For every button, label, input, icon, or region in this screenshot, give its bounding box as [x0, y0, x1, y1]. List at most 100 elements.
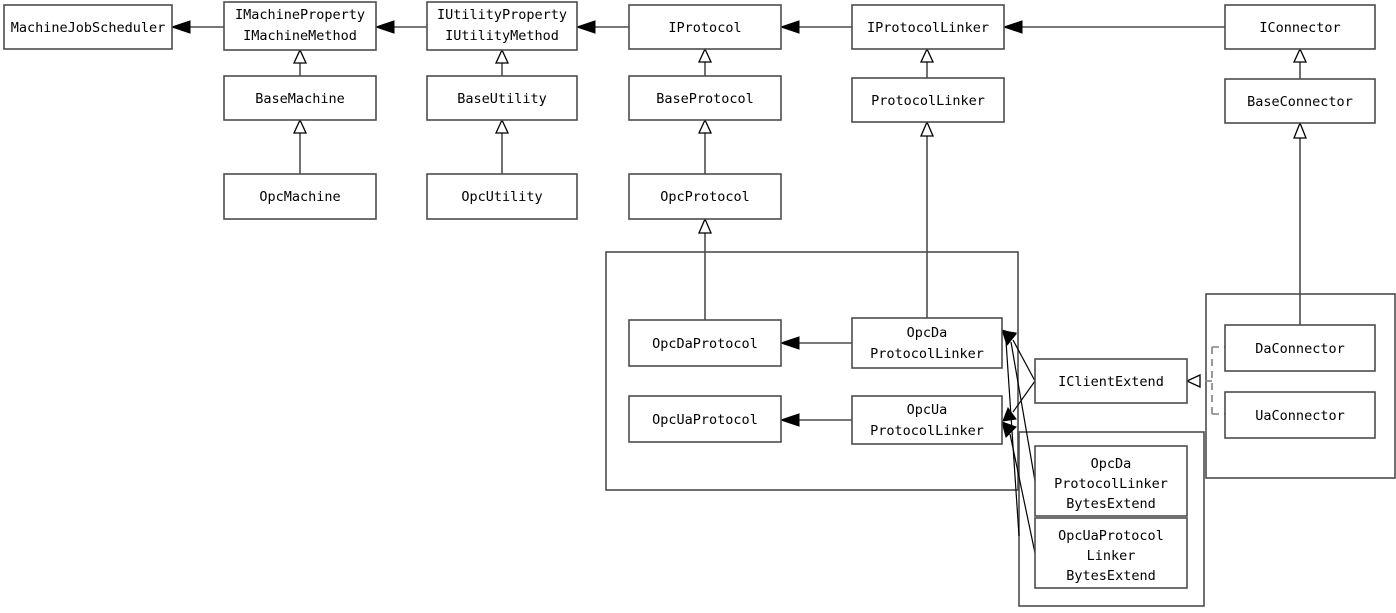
arrowhead-opc-ua-linker-to-opc-ua-protocol: [779, 413, 800, 427]
class-label-machine-job-scheduler: MachineJobScheduler: [11, 20, 165, 36]
arrowhead-opc-da-protocol-to-opc-protocol: [698, 217, 712, 234]
class-label-base-protocol: BaseProtocol: [656, 91, 754, 107]
edge-iclient-extend-to-opc-da-linker: [1012, 339, 1036, 382]
class-label-imachine-property-line1: IMachineProperty: [235, 7, 365, 23]
class-box-base-utility[interactable]: [426, 75, 578, 121]
class-box-opc-da-protocol-linker-bytes-extend[interactable]: [1034, 445, 1188, 517]
class-box-opc-da-protocol-linker[interactable]: [851, 317, 1003, 369]
class-node-opc-ua-protocol-linker[interactable]: OpcUa ProtocolLinker: [851, 395, 1003, 445]
class-label-da-bytes-extend-line2: ProtocolLinker: [1054, 476, 1168, 492]
class-box-iconnector[interactable]: [1224, 4, 1376, 50]
class-node-base-protocol[interactable]: BaseProtocol: [628, 75, 782, 121]
class-node-base-utility[interactable]: BaseUtility: [426, 75, 578, 121]
class-node-opc-da-protocol[interactable]: OpcDaProtocol: [628, 319, 782, 367]
class-label-iconnector: IConnector: [1259, 20, 1340, 36]
arrowhead-iprotocol-to-iutility: [575, 20, 596, 34]
class-box-imachine-property[interactable]: [223, 1, 377, 51]
class-box-protocol-linker[interactable]: [851, 77, 1005, 123]
class-node-opc-ua-protocol[interactable]: OpcUaProtocol: [628, 395, 782, 443]
class-label-opc-protocol: OpcProtocol: [660, 189, 749, 205]
class-label-ua-connector: UaConnector: [1255, 408, 1344, 424]
class-node-iprotocol-linker[interactable]: IProtocolLinker: [851, 4, 1005, 50]
arrowhead-base-machine-to-imachine: [292, 48, 308, 64]
class-label-iclient-extend: IClientExtend: [1058, 374, 1164, 390]
class-box-opc-machine[interactable]: [223, 173, 377, 220]
arrowhead-da-bytes-extend-to-opc-da-linker: [1001, 329, 1017, 347]
class-node-base-connector[interactable]: BaseConnector: [1224, 78, 1376, 124]
class-node-opc-da-protocol-linker-bytes-extend[interactable]: OpcDa ProtocolLinker BytesExtend: [1034, 445, 1188, 517]
class-label-iprotocol-linker: IProtocolLinker: [867, 20, 989, 36]
class-box-da-connector[interactable]: [1224, 324, 1376, 372]
arrowhead-opc-da-linker-to-protocol-linker: [920, 120, 934, 137]
class-label-iutility-property-line2: IUtilityMethod: [445, 28, 559, 44]
class-node-protocol-linker[interactable]: ProtocolLinker: [851, 77, 1005, 123]
class-node-opc-machine[interactable]: OpcMachine: [223, 173, 377, 220]
edge-iclient-extend-to-opc-ua-linker: [1012, 380, 1036, 413]
class-node-iutility-property[interactable]: IUtilityProperty IUtilityMethod: [426, 1, 578, 51]
class-label-da-bytes-extend-line3: BytesExtend: [1066, 496, 1155, 512]
class-box-opc-protocol[interactable]: [628, 173, 782, 220]
class-label-protocol-linker: ProtocolLinker: [871, 93, 985, 109]
class-label-base-connector: BaseConnector: [1247, 94, 1353, 110]
arrowhead-base-utility-to-iutility: [494, 48, 510, 64]
group-extend-container: [1018, 431, 1205, 607]
class-label-ua-bytes-extend-line1: OpcUaProtocol: [1058, 528, 1164, 544]
class-label-ua-bytes-extend-line3: BytesExtend: [1066, 568, 1155, 584]
class-label-opc-ua-protocol-linker-line2: ProtocolLinker: [870, 423, 984, 439]
class-label-base-machine: BaseMachine: [255, 91, 344, 107]
class-node-iprotocol[interactable]: IProtocol: [628, 4, 782, 50]
class-label-da-connector: DaConnector: [1255, 341, 1344, 357]
class-box-opc-da-protocol[interactable]: [628, 319, 782, 367]
class-box-iutility-property[interactable]: [426, 1, 578, 51]
group-protocol-container: [605, 251, 1019, 491]
arrowhead-iutility-to-imachine: [374, 20, 395, 34]
arrowhead-opc-protocol-to-base-protocol: [697, 118, 713, 134]
class-node-iclient-extend[interactable]: IClientExtend: [1034, 358, 1188, 404]
class-node-imachine-property[interactable]: IMachineProperty IMachineMethod: [223, 1, 377, 51]
class-label-ua-bytes-extend-line2: Linker: [1087, 548, 1136, 564]
class-node-da-connector[interactable]: DaConnector: [1224, 324, 1376, 372]
class-label-base-utility: BaseUtility: [457, 91, 546, 107]
class-box-base-machine[interactable]: [223, 75, 377, 121]
class-node-iconnector[interactable]: IConnector: [1224, 4, 1376, 50]
class-node-base-machine[interactable]: BaseMachine: [223, 75, 377, 121]
class-node-opc-ua-protocol-linker-bytes-extend[interactable]: OpcUaProtocol Linker BytesExtend: [1034, 517, 1188, 589]
class-box-ua-connector[interactable]: [1224, 391, 1376, 439]
arrowhead-iprotocol-linker-to-iprotocol: [779, 20, 800, 34]
arrowhead-base-protocol-to-iprotocol: [697, 47, 713, 63]
class-label-opc-utility: OpcUtility: [461, 189, 542, 205]
class-box-opc-ua-protocol[interactable]: [628, 395, 782, 443]
arrowhead-imachine-to-scheduler: [170, 20, 191, 34]
arrowhead-iclient-extend-to-opc-ua-linker: [1002, 406, 1017, 422]
class-node-opc-utility[interactable]: OpcUtility: [426, 173, 578, 220]
class-box-base-protocol[interactable]: [628, 75, 782, 121]
class-node-opc-da-protocol-linker[interactable]: OpcDa ProtocolLinker: [851, 317, 1003, 369]
edge-ua-bytes-extend-crossing: [1005, 340, 1020, 537]
class-box-iclient-extend[interactable]: [1034, 358, 1188, 404]
arrowhead-base-connector-to-iconnector: [1292, 47, 1308, 63]
class-label-opc-da-protocol-linker-line1: OpcDa: [907, 325, 948, 341]
class-label-imachine-property-line2: IMachineMethod: [243, 28, 357, 44]
class-node-machine-job-scheduler[interactable]: MachineJobScheduler: [3, 4, 173, 50]
arrowhead-ua-bytes-extend-to-opc-ua-linker: [1001, 421, 1017, 438]
class-box-machine-job-scheduler[interactable]: [3, 4, 173, 50]
class-box-base-connector[interactable]: [1224, 78, 1376, 124]
class-node-ua-connector[interactable]: UaConnector: [1224, 391, 1376, 439]
class-box-iprotocol[interactable]: [628, 4, 782, 50]
arrowhead-iconnector-to-iprotocol-linker: [1002, 20, 1023, 34]
group-containers: [605, 251, 1396, 607]
edge-ua-bytes-extend-to-opc-ua-linker: [1009, 433, 1036, 554]
class-label-iutility-property-line1: IUtilityProperty: [437, 7, 567, 23]
class-box-iprotocol-linker[interactable]: [851, 4, 1005, 50]
edges-bytes-extend-associations: [1001, 329, 1036, 554]
class-box-opc-utility[interactable]: [426, 173, 578, 220]
class-box-opc-ua-protocol-linker[interactable]: [851, 395, 1003, 445]
class-box-opc-ua-protocol-linker-bytes-extend[interactable]: [1034, 517, 1188, 589]
arrowhead-opc-machine-to-base-machine: [292, 118, 308, 134]
edges-linker-associations: [779, 336, 852, 427]
class-boxes: MachineJobScheduler IMachineProperty IMa…: [3, 1, 1376, 589]
class-label-opc-machine: OpcMachine: [259, 189, 340, 205]
class-node-opc-protocol[interactable]: OpcProtocol: [628, 173, 782, 220]
